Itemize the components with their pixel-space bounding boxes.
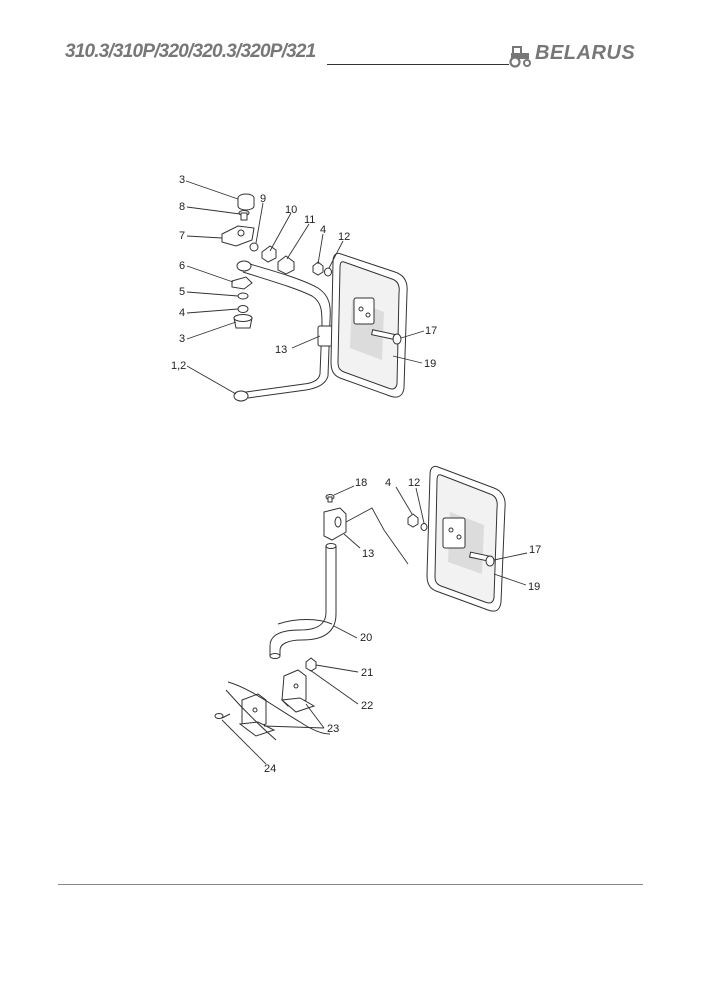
footer-rule bbox=[58, 884, 643, 885]
callout-1-2: 1,2 bbox=[171, 360, 186, 372]
tractor-icon bbox=[509, 46, 531, 68]
callout-9: 9 bbox=[260, 193, 266, 205]
callout-13-top: 13 bbox=[275, 344, 287, 356]
callout-11: 11 bbox=[304, 214, 315, 226]
callout-17-bottom: 17 bbox=[529, 544, 541, 556]
exploded-view-top: 3 8 7 6 5 4 3 1,2 9 10 11 4 12 13 17 19 bbox=[171, 174, 437, 402]
callout-21: 21 bbox=[361, 667, 373, 679]
callout-4-left: 4 bbox=[179, 307, 185, 319]
callout-24: 24 bbox=[264, 763, 276, 775]
callout-23: 23 bbox=[327, 723, 339, 735]
callout-20: 20 bbox=[360, 632, 372, 644]
exploded-view-bottom: 18 4 12 13 17 19 20 21 22 23 24 bbox=[214, 465, 541, 775]
document-model-title: 310.3/310P/320/320.3/320P/321 bbox=[65, 41, 316, 62]
brand-name: BELARUS bbox=[535, 42, 636, 64]
callout-3-top: 3 bbox=[179, 174, 185, 186]
callout-10: 10 bbox=[285, 204, 297, 216]
callout-5: 5 bbox=[179, 286, 185, 298]
callout-12-bottom: 12 bbox=[408, 477, 420, 489]
callout-17-top: 17 bbox=[425, 325, 437, 337]
callout-6: 6 bbox=[179, 260, 185, 272]
callout-4-right: 4 bbox=[320, 224, 326, 236]
header-rule bbox=[327, 64, 509, 65]
callout-7: 7 bbox=[179, 230, 185, 242]
callout-4-bottom: 4 bbox=[385, 477, 391, 489]
callout-3-bottom: 3 bbox=[179, 333, 185, 345]
callout-22: 22 bbox=[361, 700, 373, 712]
callout-13-bottom: 13 bbox=[362, 548, 374, 560]
callout-12-top: 12 bbox=[338, 231, 350, 243]
callout-18: 18 bbox=[355, 477, 367, 489]
callout-19-top: 19 bbox=[424, 358, 436, 370]
callout-19-bottom: 19 bbox=[528, 581, 540, 593]
brand-logo: BELARUS bbox=[508, 42, 648, 68]
callout-8: 8 bbox=[179, 201, 185, 213]
